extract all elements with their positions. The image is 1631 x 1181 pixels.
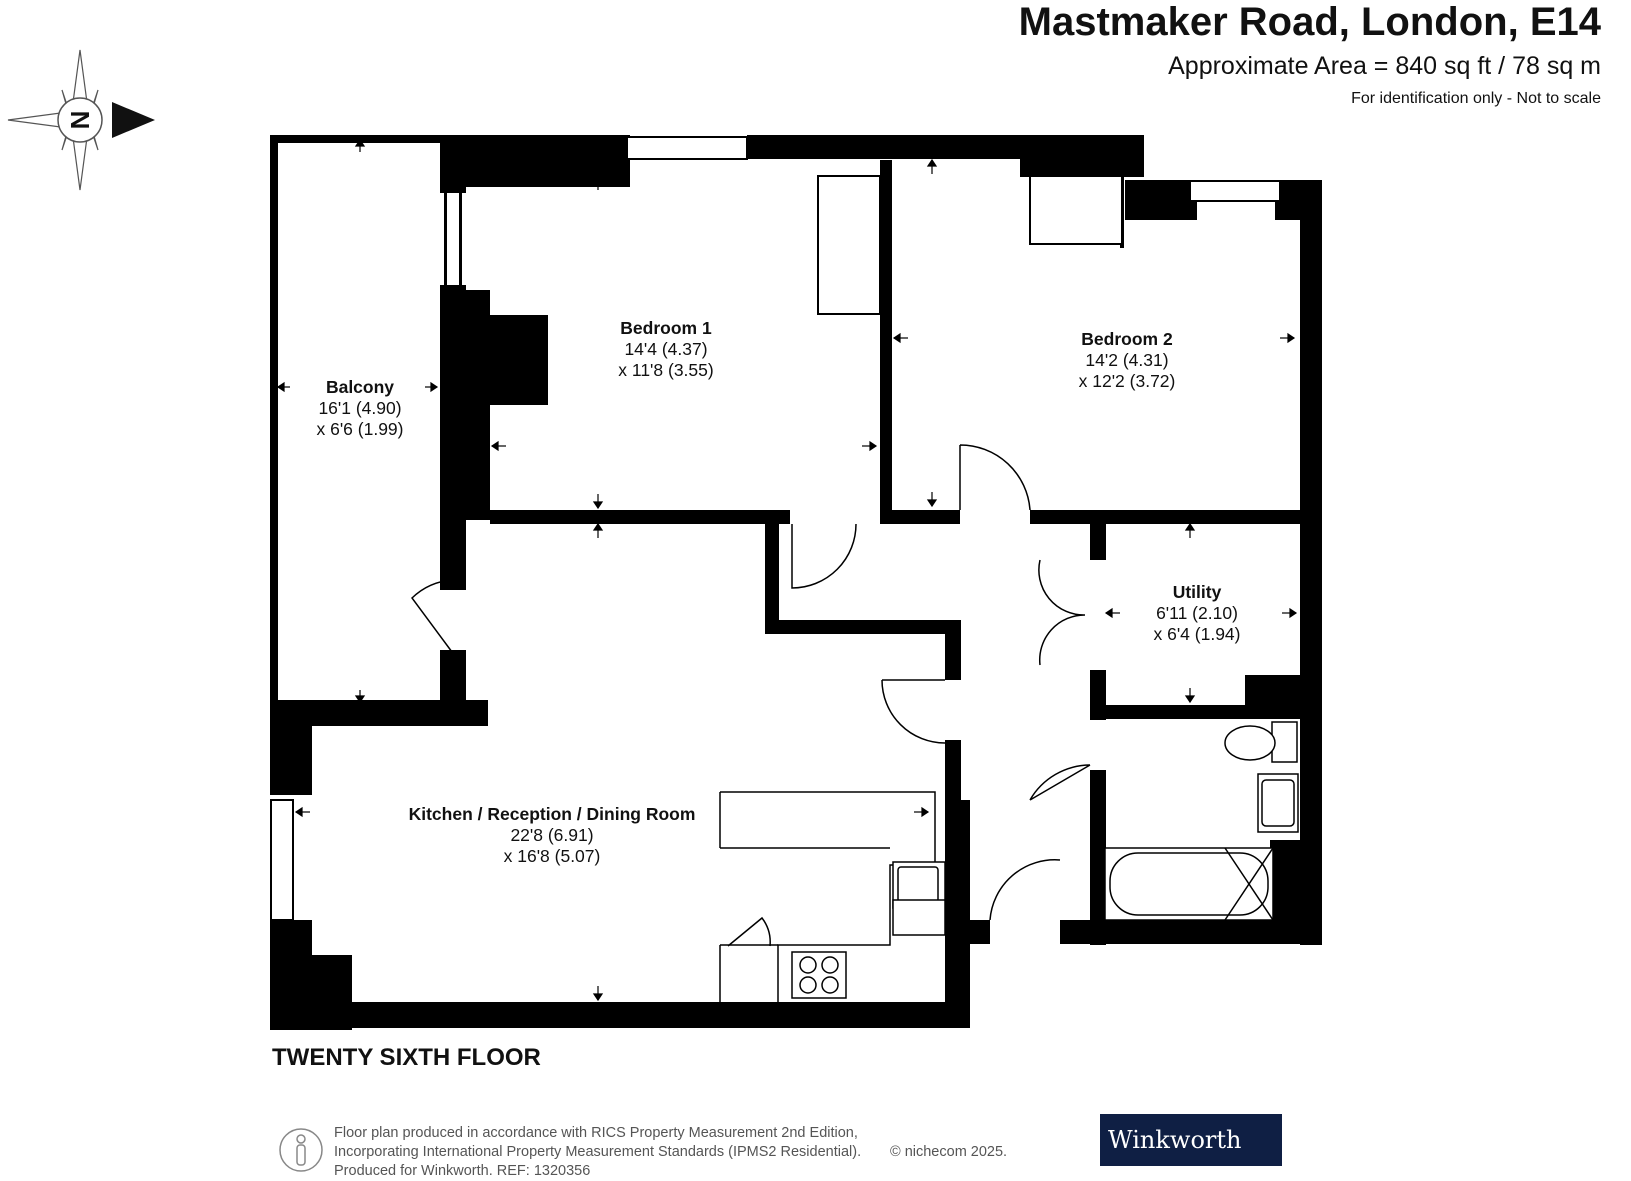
wardrobes: [817, 175, 1123, 315]
compass-rose-icon: N: [7, 49, 155, 191]
footer-line: Floor plan produced in accordance with R…: [334, 1125, 858, 1141]
footer-line: Produced for Winkworth. REF: 1320356: [334, 1163, 591, 1179]
room-name: Kitchen / Reception / Dining Room: [408, 804, 696, 824]
room-dimension: 6'11 (2.10): [1156, 603, 1238, 623]
identification-note: For identification only - Not to scale: [1351, 90, 1601, 107]
compass-letter: N: [65, 111, 95, 130]
kitchen-units: [719, 791, 946, 1002]
bathtub: [1104, 847, 1274, 921]
person-icon: [279, 1128, 323, 1172]
room-name: Balcony: [325, 377, 395, 397]
room-dimension: x 11'8 (3.55): [618, 360, 714, 380]
doors: [411, 444, 1091, 947]
room-dimension: x 12'2 (3.72): [1078, 371, 1176, 391]
room-name: Utility: [1172, 582, 1222, 602]
bathroom-fixtures: [1224, 721, 1299, 833]
footer-notice: Floor plan produced in accordance with R…: [334, 1124, 861, 1181]
winkworth-logo: Winkworth: [1100, 1114, 1282, 1166]
room-label-kitchen-reception-dining: Kitchen / Reception / Dining Room 22'8 (…: [409, 804, 696, 867]
room-dimension: 22'8 (6.91): [510, 825, 594, 845]
room-label-balcony: Balcony 16'1 (4.90) x 6'6 (1.99): [317, 377, 404, 440]
room-label-bedroom-2: Bedroom 2 14'2 (4.31) x 12'2 (3.72): [1079, 329, 1176, 392]
room-dimension: x 6'4 (1.94): [1153, 624, 1241, 644]
property-title: Mastmaker Road, London, E14: [1018, 0, 1601, 44]
room-name: Bedroom 1: [620, 318, 712, 338]
room-dimension: x 16'8 (5.07): [503, 846, 601, 866]
footer-line: Incorporating International Property Mea…: [334, 1144, 862, 1160]
room-label-bedroom-1: Bedroom 1 14'4 (4.37) x 11'8 (3.55): [618, 318, 713, 381]
room-dimension: 14'2 (4.31): [1085, 350, 1169, 370]
room-dimension: x 6'6 (1.99): [316, 419, 404, 439]
room-name: Bedroom 2: [1081, 329, 1173, 349]
approximate-area: Approximate Area = 840 sq ft / 78 sq m: [1168, 52, 1601, 80]
room-dimension: 14'4 (4.37): [624, 339, 708, 359]
copyright-text: © nichecom 2025.: [890, 1144, 1008, 1160]
room-dimension: 16'1 (4.90): [318, 398, 402, 418]
room-label-utility: Utility 6'11 (2.10) x 6'4 (1.94): [1154, 582, 1241, 645]
floor-label: TWENTY SIXTH FLOOR: [272, 1044, 541, 1071]
windows: [270, 136, 1281, 921]
dimension-arrows: [276, 138, 1298, 1002]
